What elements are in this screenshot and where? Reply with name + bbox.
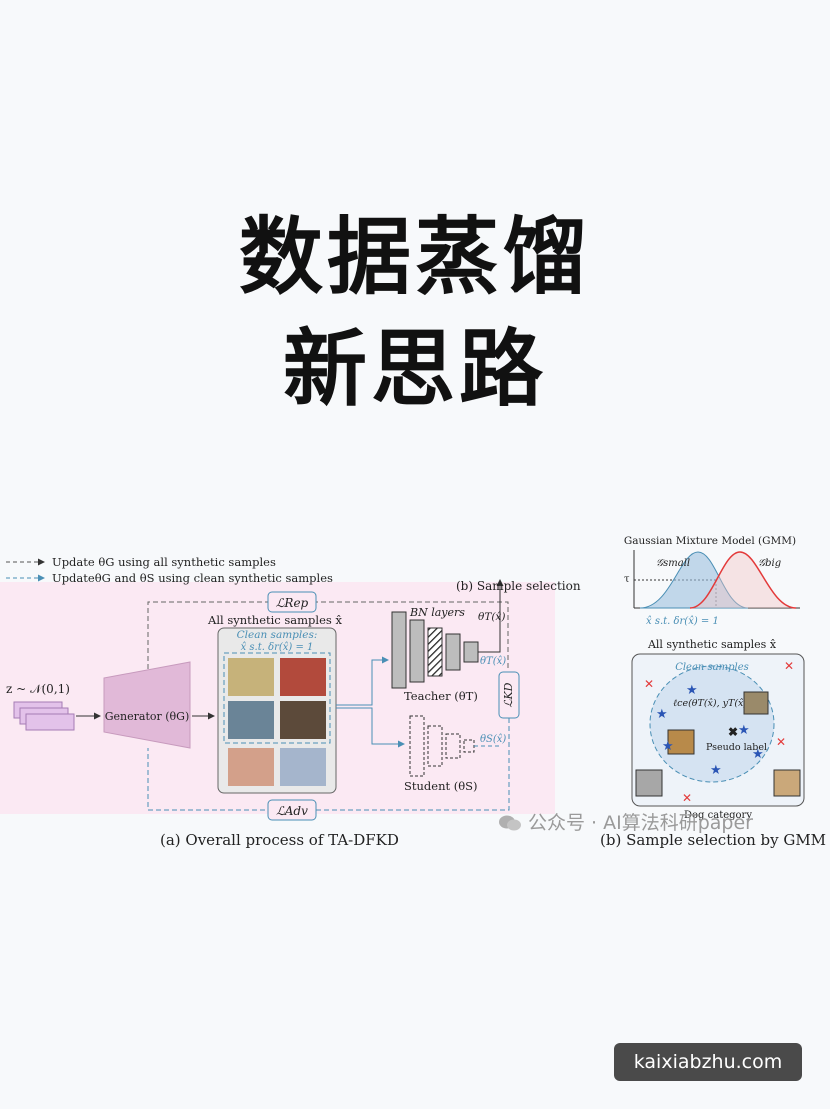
legend-text-2: UpdateθG and θS using clean synthetic sa… [52,571,333,585]
gmm-big-label: 𝒢big [758,558,781,569]
clean-samples-label: Clean samples: [237,629,318,641]
clean-condition: x̂ s.t. δr(x̂) = 1 [241,642,314,653]
watermark-text: 公众号 · AI算法科研paper [528,812,753,834]
gmm-loss-expr: ℓce(θT(x̂), yT(x̂)) [673,698,751,709]
theta-t-label-2: θT(x̂) [480,656,506,667]
gmm-image-dog-1 [744,692,768,714]
star-icon: ★ [752,747,764,762]
sample-image-frog [280,658,326,696]
legend-text-1: Update θG using all synthetic samples [52,555,276,569]
sample-image-dog [280,701,326,739]
teacher-label: Teacher (θT) [404,689,478,703]
star-icon: ★ [656,707,668,722]
bn-layers-label: BN layers [409,606,465,619]
all-samples-label: All synthetic samples x̂ [207,613,342,627]
gmm-image-outlier-2 [774,770,800,796]
gmm-clean-label: Clean samples [675,662,749,673]
cross-icon: ✕ [776,735,786,749]
generator-label: Generator (θG) [105,710,190,723]
gmm-image-outlier-1 [636,770,662,796]
gmm-small-label: 𝒢small [656,558,690,569]
gmm-cross-center: ✖ [728,725,738,739]
adv-loss-label: ℒAdv [276,804,308,818]
wechat-icon [498,814,522,832]
site-badge: kaixiabzhu.com [614,1043,802,1081]
cross-icon: ✕ [784,659,794,673]
teacher-layer-5 [464,642,478,662]
sample-image-misc [280,748,326,786]
rep-loss-label: ℒRep [276,596,309,610]
student-label: Student (θS) [404,779,478,793]
teacher-layer-1 [392,612,406,688]
gmm-all-samples: All synthetic samples x̂ [647,638,777,651]
watermark: 公众号 · AI算法科研paper [498,808,753,835]
gmm-condition: x̂ s.t. δr(x̂) = 1 [646,616,719,627]
teacher-layer-4 [446,634,460,670]
sample-image-bird [228,658,274,696]
gmm-tau: τ [624,574,630,585]
theta-s-label: θS(x̂) [480,734,506,745]
sample-image-cat [228,748,274,786]
noise-label: z ~ 𝒩(0,1) [6,682,70,696]
noise-layer-3 [26,714,74,730]
star-icon: ★ [662,739,674,754]
teacher-layer-2 [410,620,424,682]
title-line-2: 新思路 [0,327,830,411]
sample-selection-label: (b) Sample selection [456,579,581,593]
theta-t-label: θT(x̂) [478,611,505,623]
cross-icon: ✕ [682,791,692,805]
gmm-title: Gaussian Mixture Model (GMM) [624,535,796,547]
cross-icon: ✕ [644,677,654,691]
figure-a-caption: (a) Overall process of TA-DFKD [160,831,399,849]
star-icon: ★ [738,723,750,738]
teacher-layer-3 [428,628,442,676]
star-icon: ★ [710,763,722,778]
title-line-1: 数据蒸馏 [0,215,830,299]
sample-image-plane [228,701,274,739]
star-icon: ★ [686,683,698,698]
kd-loss-label: ℒKD [502,682,515,707]
